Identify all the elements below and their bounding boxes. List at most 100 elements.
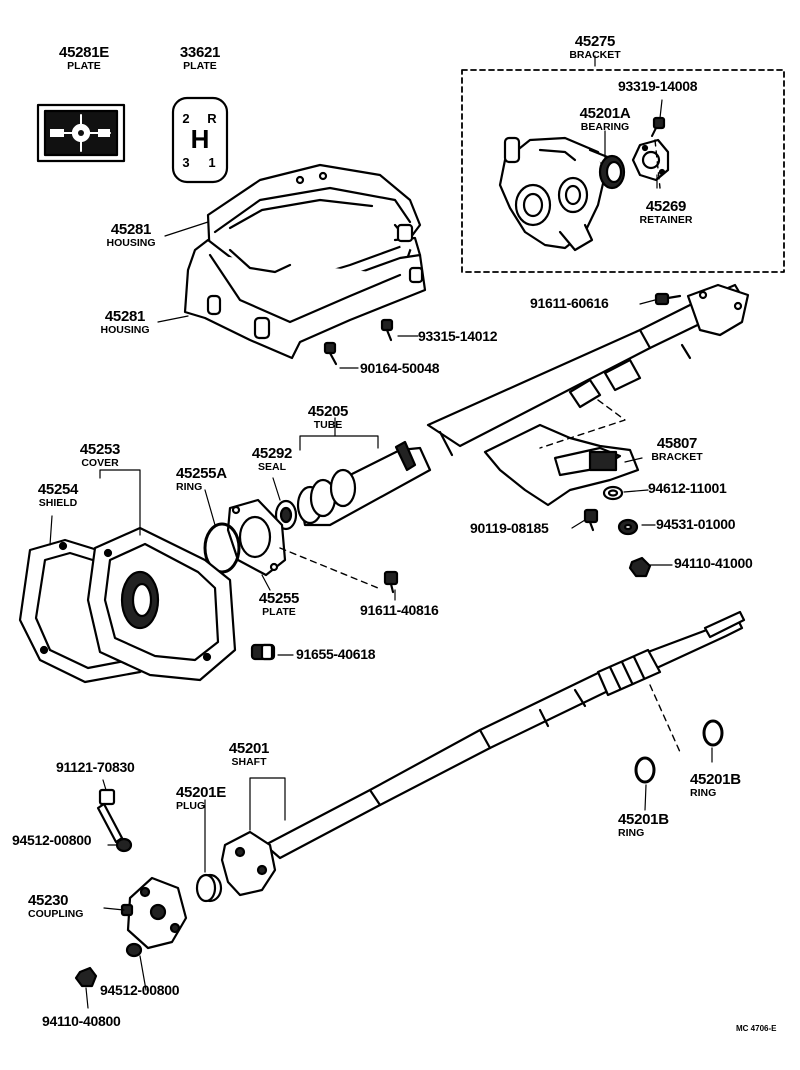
plate-45255-drawing	[226, 498, 287, 577]
label-45201e: 45201E PLUG	[176, 785, 248, 812]
screw-93319-drawing	[651, 116, 666, 137]
bracket-45275-box	[461, 69, 785, 273]
part-90119-08185: 90119-08185	[470, 520, 549, 536]
label-45201b-upper: 45201B RING	[690, 772, 758, 799]
part-number: 45253	[79, 441, 121, 458]
shift-pattern-text: 2 R H 3 1	[182, 111, 217, 170]
part-name: PLUG	[176, 800, 206, 812]
part-name: BEARING	[580, 121, 630, 133]
nut-94110-lower-drawing	[74, 966, 98, 988]
part-94531-01000: 94531-01000	[656, 516, 736, 532]
part-name: PLATE	[262, 606, 296, 618]
part-94110-40800: 94110-40800	[42, 1013, 121, 1029]
part-91611-60616: 91611-60616	[530, 295, 609, 311]
bracket-45807-drawing	[483, 423, 640, 507]
part-number: 45255A	[176, 465, 227, 482]
bolt-90119-drawing	[583, 508, 599, 532]
plate-45281e-drawing	[36, 103, 126, 163]
part-number: 45275	[574, 33, 616, 50]
part-name: RETAINER	[639, 214, 693, 226]
part-number: 45201B	[690, 771, 741, 788]
bolt-91611-lower-drawing	[383, 570, 399, 594]
seal-45292-drawing	[274, 499, 298, 531]
label-45205: 45205 TUBE	[300, 404, 356, 431]
part-name: BRACKET	[569, 49, 621, 61]
shift-gear-r: R	[207, 111, 217, 126]
part-number: 33621	[179, 44, 221, 61]
part-93315-14012: 93315-14012	[418, 328, 498, 344]
ring-45255a-drawing	[203, 522, 241, 574]
bolt-91611-upper-drawing	[654, 292, 682, 306]
housing-lower-drawing	[183, 223, 427, 360]
part-name: SEAL	[257, 461, 286, 473]
label-45255a: 45255A RING	[176, 466, 248, 493]
part-number: 45201B	[618, 811, 669, 828]
leader-lines	[49, 55, 713, 1009]
part-94612-11001: 94612-11001	[648, 480, 727, 496]
cover-45253-drawing	[86, 526, 237, 682]
bolt-91655-drawing	[250, 643, 276, 661]
part-94110-41000: 94110-41000	[674, 555, 753, 571]
column-tube-drawing	[296, 283, 750, 527]
part-number: 45205	[307, 403, 349, 420]
part-94512-00800-upper: 94512-00800	[12, 832, 92, 848]
plate-33621-drawing	[171, 96, 229, 184]
label-45281e: 45281E PLATE	[50, 45, 118, 72]
label-45275: 45275 BRACKET	[560, 34, 630, 61]
bracket-45275-drawing	[498, 136, 614, 252]
part-number: 45255	[258, 590, 300, 607]
part-name: HOUSING	[100, 324, 150, 336]
part-94512-00800-lower: 94512-00800	[100, 982, 180, 998]
part-name: SHIELD	[38, 497, 78, 509]
drawing-code: MC 4706-E	[736, 1024, 777, 1033]
washer-94512-lower-drawing	[125, 942, 143, 958]
part-number: 45254	[37, 481, 79, 498]
part-name: RING	[176, 481, 203, 493]
label-45807: 45807 BRACKET	[644, 436, 710, 463]
alignment-lines	[279, 139, 681, 753]
retainer-45269-drawing	[631, 138, 670, 182]
shift-gear-2: 2	[182, 111, 189, 126]
part-name: HOUSING	[106, 237, 156, 249]
part-number: 45269	[645, 198, 687, 215]
part-number: 45281	[104, 308, 146, 325]
part-number: 45807	[656, 435, 698, 452]
ring-45201b-lower-drawing	[634, 756, 656, 784]
screw-93315-drawing	[380, 318, 394, 342]
coupling-45230-drawing	[120, 876, 188, 950]
steering-shaft-drawing	[220, 610, 746, 897]
label-45269: 45269 RETAINER	[628, 199, 704, 226]
plug-45201e-drawing	[195, 873, 223, 903]
washer-94531-drawing	[617, 518, 639, 536]
part-name: PLATE	[183, 60, 217, 72]
part-name: RING	[618, 827, 645, 839]
part-91655-40618: 91655-40618	[296, 646, 376, 662]
label-45292: 45292 SEAL	[244, 446, 300, 473]
label-45255: 45255 PLATE	[250, 591, 308, 618]
bearing-45201a-drawing	[598, 154, 626, 190]
shift-gear-1: 1	[208, 155, 215, 170]
shift-h-pattern: H	[191, 124, 210, 154]
screw-90164-drawing	[323, 341, 338, 366]
part-name: TUBE	[313, 419, 343, 431]
part-number: 45292	[251, 445, 293, 462]
part-number: 45281	[110, 221, 152, 238]
part-90164-50048: 90164-50048	[360, 360, 440, 376]
part-number: 45230	[28, 892, 69, 909]
housing-upper-drawing	[206, 163, 422, 282]
part-name: RING	[690, 787, 717, 799]
part-91121-70830: 91121-70830	[56, 759, 135, 775]
part-name: PLATE	[67, 60, 101, 72]
part-93319-14008: 93319-14008	[618, 78, 698, 94]
part-name: COUPLING	[28, 908, 84, 920]
part-number: 45201E	[176, 784, 226, 801]
label-45201: 45201 SHAFT	[218, 741, 280, 768]
label-45201a: 45201A BEARING	[570, 106, 640, 133]
part-name: COVER	[81, 457, 119, 469]
label-45281-upper: 45281 HOUSING	[98, 222, 164, 249]
label-45281-lower: 45281 HOUSING	[92, 309, 158, 336]
washer-94612-drawing	[602, 485, 624, 501]
part-name: SHAFT	[231, 756, 267, 768]
label-45254: 45254 SHIELD	[28, 482, 88, 509]
